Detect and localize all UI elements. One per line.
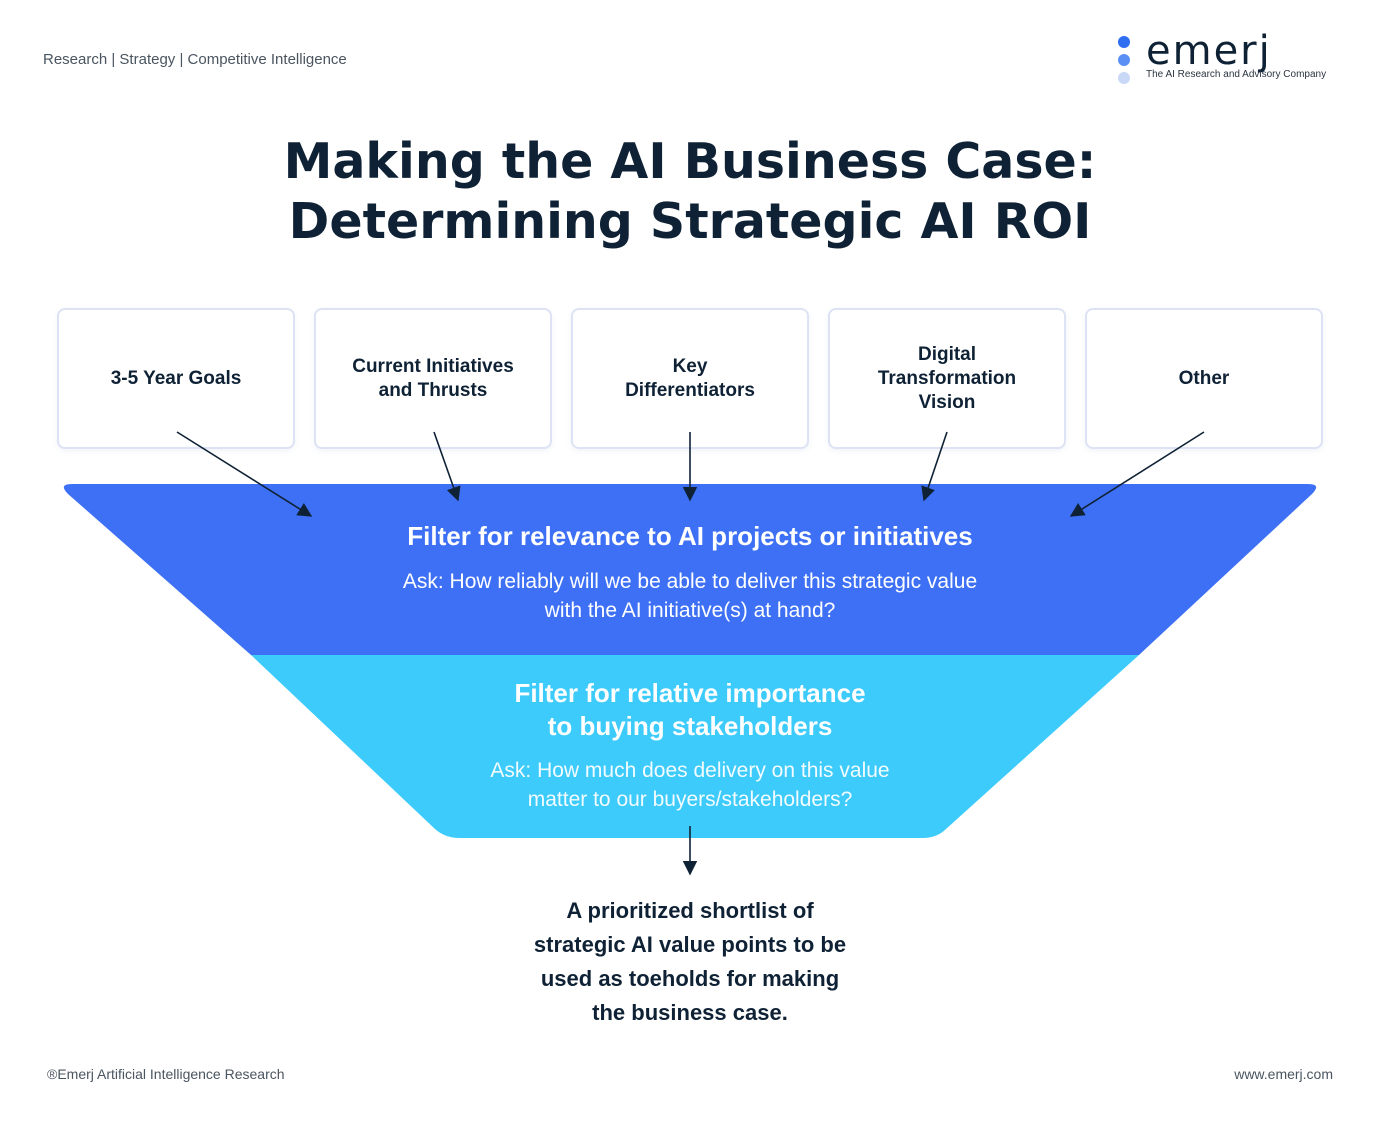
page-title: Making the AI Business Case: Determining… bbox=[0, 132, 1380, 252]
filter2-heading-line: to buying stakeholders bbox=[547, 711, 833, 741]
arrow-other bbox=[1069, 431, 1205, 517]
filter1-question-line: with the AI initiative(s) at hand? bbox=[544, 599, 836, 622]
emerj-logo: emerj The AI Research and Advisory Compa… bbox=[1118, 28, 1340, 88]
filter1-question-line: Ask: How reliably will we be able to del… bbox=[402, 570, 978, 593]
filter2-heading: Filter for relative importance to buying… bbox=[0, 677, 1380, 743]
input-label: Other bbox=[1178, 367, 1230, 389]
input-label: Key Differentiators bbox=[625, 355, 755, 401]
result-line: strategic AI value points to be bbox=[533, 932, 847, 957]
logo-wordmark: emerj bbox=[1146, 28, 1272, 74]
input-box-other: Other bbox=[1085, 308, 1323, 449]
filter2-heading-line: Filter for relative importance bbox=[514, 678, 866, 708]
input-label: Digital Transformation Vision bbox=[877, 343, 1017, 413]
input-label: 3-5 Year Goals bbox=[110, 367, 242, 389]
logo-subtitle: The AI Research and Advisory Company bbox=[1146, 69, 1327, 80]
arrow-initiatives bbox=[433, 431, 461, 502]
input-box-goals: 3-5 Year Goals bbox=[57, 308, 295, 449]
result-text: A prioritized shortlist of strategic AI … bbox=[0, 894, 1380, 1030]
filter1-heading: Filter for relevance to AI projects or i… bbox=[407, 521, 973, 551]
funnel-stage-1 bbox=[63, 484, 1317, 655]
input-box-differentiators: Key Differentiators bbox=[571, 308, 809, 449]
input-box-initiatives: Current Initiatives and Thrusts bbox=[314, 308, 552, 449]
arrow-digital bbox=[921, 431, 948, 502]
funnel-stage-2 bbox=[251, 655, 1139, 838]
header-tagline: Research | Strategy | Competitive Intell… bbox=[43, 51, 347, 68]
title-line-1: Making the AI Business Case: bbox=[283, 133, 1097, 190]
result-line: the business case. bbox=[592, 1000, 788, 1025]
filter2-question-line: Ask: How much does delivery on this valu… bbox=[490, 759, 890, 782]
title-line-2: Determining Strategic AI ROI bbox=[288, 193, 1092, 250]
arrow-goals bbox=[176, 431, 313, 517]
result-line: A prioritized shortlist of bbox=[566, 898, 814, 923]
result-line: used as toeholds for making bbox=[540, 966, 840, 991]
filter2-question-line: matter to our buyers/stakeholders? bbox=[527, 788, 853, 811]
footer-copyright: ®Emerj Artificial Intelligence Research bbox=[47, 1066, 285, 1082]
input-box-digital-transformation: Digital Transformation Vision bbox=[828, 308, 1066, 449]
input-label: Current Initiatives and Thrusts bbox=[352, 355, 514, 401]
filter1-question: Ask: How reliably will we be able to del… bbox=[0, 567, 1380, 625]
filter2-question: Ask: How much does delivery on this valu… bbox=[0, 756, 1380, 814]
footer-website-link[interactable]: www.emerj.com bbox=[1234, 1066, 1333, 1082]
